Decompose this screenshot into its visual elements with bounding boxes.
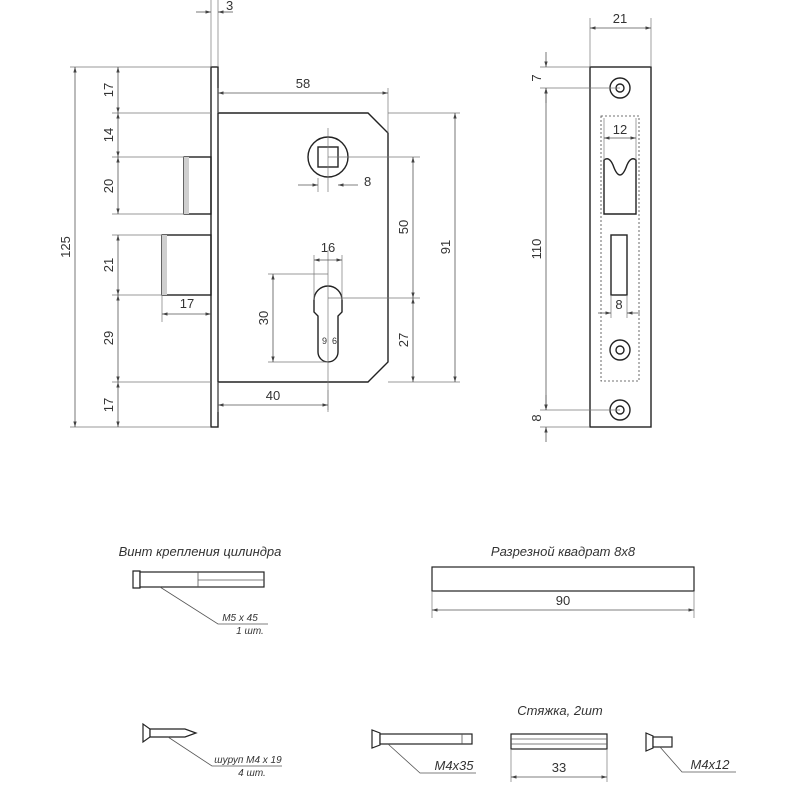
faceplate-dimension-labels: 21 7 12 110 8 8 <box>529 11 627 422</box>
dim-cylinder-height: 30 <box>256 311 271 325</box>
dim-cylinder-width: 16 <box>321 240 335 255</box>
dim-backset: 58 <box>296 76 310 91</box>
bolt-m4x35-size: M4x35 <box>434 758 474 773</box>
square-spindle-length: 90 <box>556 593 570 608</box>
cylinder-screw-caption: Винт крепления цилиндра <box>119 544 282 559</box>
dim-top-segment: 17 <box>101 83 116 97</box>
dim-faceplate-thickness: 3 <box>226 0 233 13</box>
faceplate-dimension-lines <box>544 26 651 442</box>
dim-holes-distance: 110 <box>529 239 544 260</box>
lock-extension-lines <box>70 0 460 428</box>
cylinder-cutout <box>313 285 343 363</box>
bolt-m4x35-shaft <box>379 733 473 745</box>
dim-bolt-projection: 17 <box>180 296 194 311</box>
tie-caption: Стяжка, 2шт <box>517 703 603 718</box>
wood-screw-head <box>142 722 151 744</box>
bolt-m4x12-head <box>645 732 654 752</box>
tie-body <box>510 733 608 750</box>
dim-bottom-segment: 17 <box>101 398 116 412</box>
lock-body-view <box>161 66 420 428</box>
dim-deadbolt-segment: 21 <box>101 258 116 272</box>
dim-cylinder-backset: 40 <box>266 388 280 403</box>
wood-screw-leader <box>167 736 282 767</box>
dim-spindle-square: 8 <box>364 174 371 189</box>
cylinder-screw-head <box>132 570 141 589</box>
dead-bolt-shade <box>162 235 167 295</box>
dim-cylinder-to-bottom: 27 <box>396 333 411 347</box>
screw-hole-middle <box>609 339 631 361</box>
bolt-m4x12-size: M4x12 <box>690 757 730 772</box>
wood-screw-qty: 4 шт. <box>238 768 266 779</box>
lock-dimension-labels: 3 58 125 17 14 20 21 29 17 17 8 50 91 16… <box>58 0 453 412</box>
deadbolt-slot <box>610 234 628 296</box>
wood-screw: шуруп M4 x 19 4 шт. <box>142 722 282 779</box>
latch-bolt-shade <box>184 157 189 214</box>
dim-cylinder-hole-b: 6 <box>332 336 337 346</box>
dim-segment-14: 14 <box>101 128 116 142</box>
bolt-m4x35-leader <box>387 743 476 774</box>
cylinder-screw-leader <box>159 586 268 625</box>
tie-sleeve: Стяжка, 2шт 33 <box>510 703 608 782</box>
lock-faceplate-strip <box>210 66 219 428</box>
dim-segment-29: 29 <box>101 331 116 345</box>
bolt-m4x35: M4x35 <box>371 729 476 774</box>
dim-faceplate-width: 21 <box>613 11 627 26</box>
bolt-m4x12-shaft <box>652 736 673 748</box>
bolt-m4x12-leader <box>659 746 736 773</box>
faceplate-dashed-slot <box>600 115 640 382</box>
dim-body-height: 91 <box>438 240 453 254</box>
dim-hole-offset-top: 7 <box>529 74 544 81</box>
lock-case-outline <box>218 112 389 383</box>
wood-screw-body <box>149 728 198 738</box>
dim-latch-segment: 20 <box>101 179 116 193</box>
dim-bolt-slot-width: 8 <box>615 297 622 312</box>
cylinder-screw-qty: 1 шт. <box>236 626 264 637</box>
dim-slot-width: 12 <box>613 122 627 137</box>
lock-dimension-lines <box>73 10 457 427</box>
faceplate-extension-lines <box>540 18 652 428</box>
dim-overall-height: 125 <box>58 236 73 258</box>
square-spindle-bar <box>431 566 695 592</box>
square-spindle: Разрезной квадрат 8х8 90 <box>431 544 695 618</box>
tie-length: 33 <box>552 760 566 775</box>
dim-centre-distance: 50 <box>396 220 411 234</box>
faceplate-view <box>589 66 652 428</box>
faceplate-outline <box>589 66 652 428</box>
bolt-m4x12: M4x12 <box>645 732 736 773</box>
latch-slot <box>603 158 637 215</box>
dead-bolt <box>161 234 212 296</box>
dim-hole-offset-bottom: 8 <box>529 414 544 421</box>
bolt-m4x35-head <box>371 729 381 749</box>
square-spindle-caption: Разрезной квадрат 8х8 <box>491 544 636 559</box>
dim-cylinder-hole-a: 9 <box>322 336 327 346</box>
wood-screw-size: шуруп M4 x 19 <box>214 755 282 766</box>
cylinder-screw-size: M5 x 45 <box>222 613 258 624</box>
cylinder-screw: Винт крепления цилиндра M5 x 45 1 шт. <box>119 544 282 637</box>
cylinder-screw-shaft <box>139 571 265 588</box>
